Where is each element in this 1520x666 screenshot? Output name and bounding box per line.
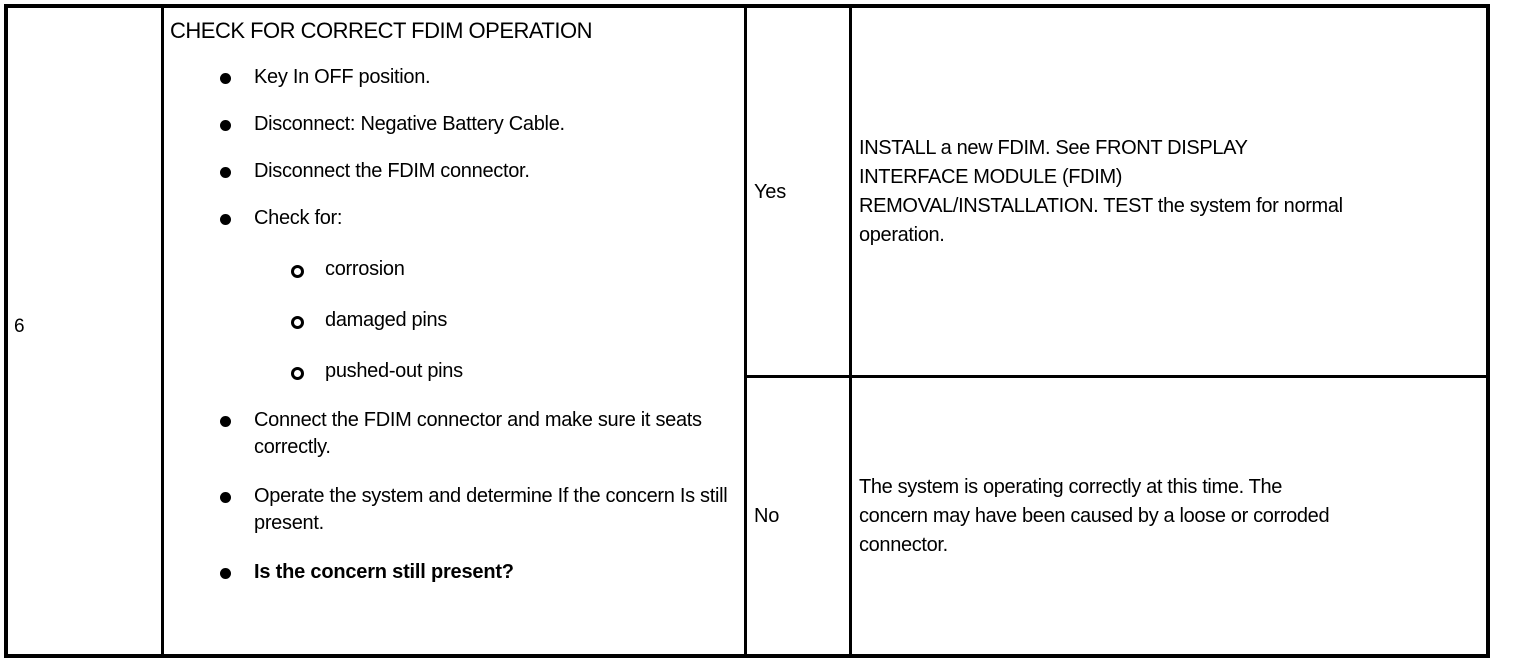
step-number-column: 6 — [8, 8, 164, 654]
text-line: connector. — [859, 533, 948, 556]
text-line: REMOVAL/INSTALLATION. TEST the system fo… — [859, 194, 1343, 217]
list-item-label: Is the concern still present? — [254, 561, 514, 583]
list-item-label: Disconnect the FDIM connector. — [254, 160, 530, 182]
bullet-filled-icon — [220, 407, 233, 434]
list-item: Disconnect the FDIM connector. — [170, 158, 736, 185]
action-column: CHECK FOR CORRECT FDIM OPERATION Key In … — [164, 8, 747, 654]
results-column: Yes INSTALL a new FDIM. See FRONT DISPLA… — [747, 8, 1486, 654]
bullet-filled-icon — [220, 559, 233, 586]
trailing-bullet-list: Connect the FDIM connector and make sure… — [170, 407, 736, 586]
text-line: operation. — [859, 223, 945, 246]
list-item: Check for: — [170, 205, 736, 232]
bullet-filled-icon — [220, 64, 233, 91]
step-number: 6 — [14, 316, 25, 337]
diagnostic-step-table: 6 CHECK FOR CORRECT FDIM OPERATION Key I… — [4, 4, 1490, 658]
list-item: pushed-out pins — [170, 358, 736, 385]
list-item-label: Check for: — [254, 207, 343, 229]
answer-label-no: No — [747, 378, 852, 654]
text-line: concern may have been caused by a loose … — [859, 504, 1330, 527]
text-line: INTERFACE MODULE (FDIM) — [859, 165, 1123, 188]
list-item: Connect the FDIM connector and make sure… — [170, 407, 736, 461]
list-item-label: Connect the FDIM connector and make sure… — [254, 409, 702, 458]
list-item-label: pushed-out pins — [325, 360, 463, 382]
list-item: Disconnect: Negative Battery Cable. — [170, 111, 736, 138]
bullet-filled-icon — [220, 483, 233, 510]
result-action-text-yes: INSTALL a new FDIM. See FRONT DISPLAY IN… — [859, 134, 1343, 250]
list-item-label: corrosion — [325, 258, 405, 280]
result-action-yes: INSTALL a new FDIM. See FRONT DISPLAY IN… — [852, 8, 1486, 375]
sub-bullet-list: corrosion damaged pins pushed-out pins — [170, 256, 736, 385]
list-item-label: damaged pins — [325, 309, 448, 331]
bullet-hollow-icon — [291, 256, 304, 283]
list-item: corrosion — [170, 256, 736, 283]
list-item-label: Key In OFF position. — [254, 66, 431, 88]
result-row-no: No The system is operating correctly at … — [747, 378, 1486, 654]
list-item-label: Operate the system and determine If the … — [254, 485, 728, 534]
result-row-yes: Yes INSTALL a new FDIM. See FRONT DISPLA… — [747, 8, 1486, 378]
result-action-no: The system is operating correctly at thi… — [852, 378, 1486, 654]
list-item: Operate the system and determine If the … — [170, 483, 736, 537]
bullet-hollow-icon — [291, 358, 304, 385]
text-line: INSTALL a new FDIM. See FRONT DISPLAY — [859, 136, 1248, 159]
text-line: The system is operating correctly at thi… — [859, 475, 1283, 498]
list-item-question: Is the concern still present? — [170, 559, 736, 586]
list-item: Key In OFF position. — [170, 64, 736, 91]
list-item: damaged pins — [170, 307, 736, 334]
primary-bullet-list: Key In OFF position. Disconnect: Negativ… — [170, 64, 736, 232]
bullet-filled-icon — [220, 158, 233, 185]
action-title: CHECK FOR CORRECT FDIM OPERATION — [170, 18, 592, 43]
bullet-hollow-icon — [291, 307, 304, 334]
bullet-filled-icon — [220, 111, 233, 138]
result-action-text-no: The system is operating correctly at thi… — [859, 473, 1330, 560]
answer-label-yes: Yes — [747, 8, 852, 375]
bullet-filled-icon — [220, 205, 233, 232]
list-item-label: Disconnect: Negative Battery Cable. — [254, 113, 565, 135]
